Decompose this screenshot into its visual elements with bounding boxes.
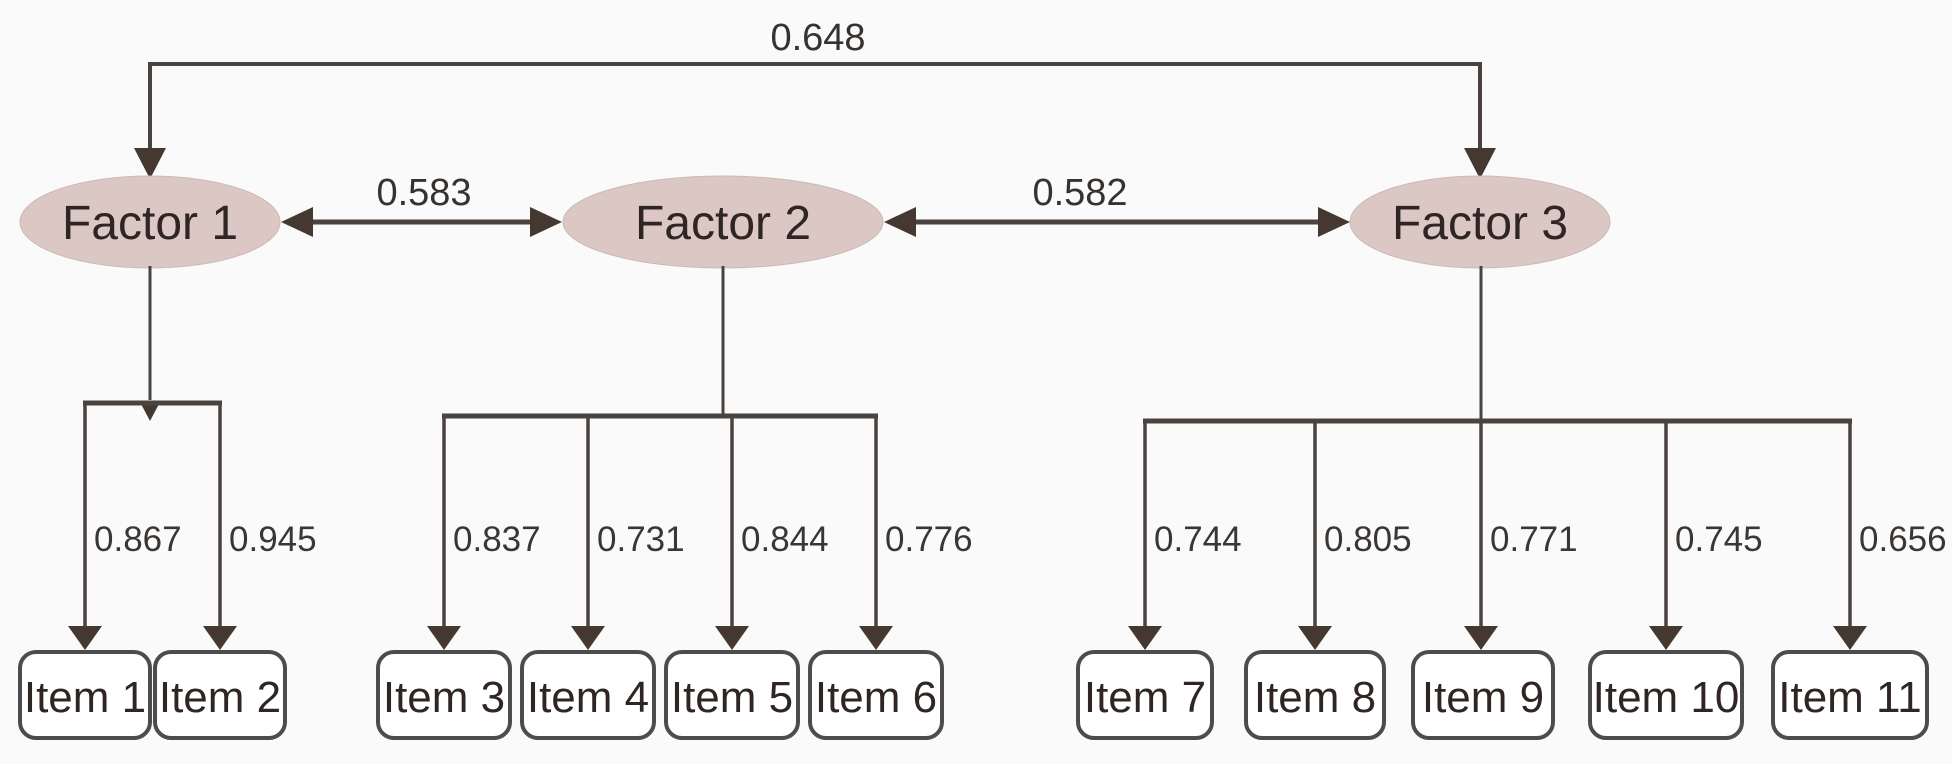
item-8-box bbox=[1244, 650, 1386, 740]
arrowhead-into-item-3 bbox=[427, 626, 461, 650]
factor-1-label: Factor 1 bbox=[62, 197, 238, 250]
arrowhead-left-into-factor-2 bbox=[884, 207, 916, 237]
arrowhead-into-item-8 bbox=[1298, 626, 1332, 650]
arrowhead-factor-1-stem bbox=[140, 402, 160, 421]
factor-3-group: Factor 3 0.744 0.805 0.771 0.745 0.656 bbox=[1128, 175, 1947, 650]
item-2-box bbox=[153, 650, 287, 740]
loading-label-item-8: 0.805 bbox=[1324, 520, 1412, 559]
item-4-label: Item 4 bbox=[527, 673, 649, 722]
factor-3-label: Factor 3 bbox=[1392, 197, 1568, 250]
arrowhead-down-into-factor-3 bbox=[1464, 148, 1496, 179]
item-5-box bbox=[664, 650, 800, 740]
arrowhead-down-into-factor-1 bbox=[134, 148, 166, 179]
factor-1-group: Factor 1 0.867 0.945 bbox=[19, 175, 317, 650]
correlation-f1-f2-label: 0.583 bbox=[376, 172, 471, 214]
arrowhead-left-into-factor-1 bbox=[281, 207, 313, 237]
item-11-label: Item 11 bbox=[1778, 673, 1921, 722]
item-10-box bbox=[1588, 650, 1744, 740]
item-4-box bbox=[520, 650, 656, 740]
loading-label-item-9: 0.771 bbox=[1490, 520, 1578, 559]
correlation-f1-f3-label: 0.648 bbox=[770, 17, 865, 59]
item-8-label: Item 8 bbox=[1254, 673, 1376, 722]
item-11-box bbox=[1771, 650, 1929, 740]
arrowhead-into-item-9 bbox=[1464, 626, 1498, 650]
correlation-f2-f3: 0.582 bbox=[884, 172, 1350, 237]
item-3-box bbox=[376, 650, 512, 740]
factor-2-group: Factor 2 0.837 0.731 0.844 0.776 bbox=[427, 175, 973, 650]
item-1-box bbox=[18, 650, 152, 740]
item-6-label: Item 6 bbox=[815, 673, 937, 722]
loading-label-item-4: 0.731 bbox=[597, 520, 685, 559]
items-row: Item 1 Item 2 Item 3 Item 4 Item 5 Item … bbox=[18, 650, 1929, 740]
arrowhead-into-item-2 bbox=[203, 626, 237, 650]
arrowhead-into-item-5 bbox=[715, 626, 749, 650]
item-9-label: Item 9 bbox=[1422, 673, 1544, 722]
item-3-label: Item 3 bbox=[383, 673, 505, 722]
correlation-f1-f3-path bbox=[148, 62, 1482, 150]
loading-label-item-11: 0.656 bbox=[1859, 520, 1947, 559]
loading-label-item-10: 0.745 bbox=[1675, 520, 1763, 559]
loading-label-item-1: 0.867 bbox=[94, 520, 182, 559]
arrowhead-into-item-4 bbox=[571, 626, 605, 650]
arrowhead-into-item-10 bbox=[1649, 626, 1683, 650]
item-10-label: Item 10 bbox=[1593, 673, 1740, 722]
arrowhead-into-item-6 bbox=[859, 626, 893, 650]
item-9-box bbox=[1411, 650, 1555, 740]
arrowhead-right-into-factor-3 bbox=[1318, 207, 1350, 237]
loading-label-item-6: 0.776 bbox=[885, 520, 973, 559]
loading-label-item-7: 0.744 bbox=[1154, 520, 1242, 559]
arrowhead-into-item-1 bbox=[68, 626, 102, 650]
item-5-label: Item 5 bbox=[671, 673, 793, 722]
arrowhead-right-into-factor-2 bbox=[530, 207, 562, 237]
item-1-label: Item 1 bbox=[24, 673, 146, 722]
loading-label-item-2: 0.945 bbox=[229, 520, 317, 559]
correlation-f2-f3-label: 0.582 bbox=[1032, 172, 1127, 214]
factor-2-label: Factor 2 bbox=[635, 197, 811, 250]
correlation-f1-f3: 0.648 bbox=[134, 17, 1496, 179]
item-7-box bbox=[1076, 650, 1214, 740]
loading-label-item-5: 0.844 bbox=[741, 520, 829, 559]
arrowhead-into-item-7 bbox=[1128, 626, 1162, 650]
correlation-f1-f2: 0.583 bbox=[281, 172, 562, 237]
item-2-label: Item 2 bbox=[159, 673, 281, 722]
arrowhead-into-item-11 bbox=[1833, 626, 1867, 650]
item-6-box bbox=[808, 650, 944, 740]
item-7-label: Item 7 bbox=[1084, 673, 1206, 722]
loading-label-item-3: 0.837 bbox=[453, 520, 541, 559]
